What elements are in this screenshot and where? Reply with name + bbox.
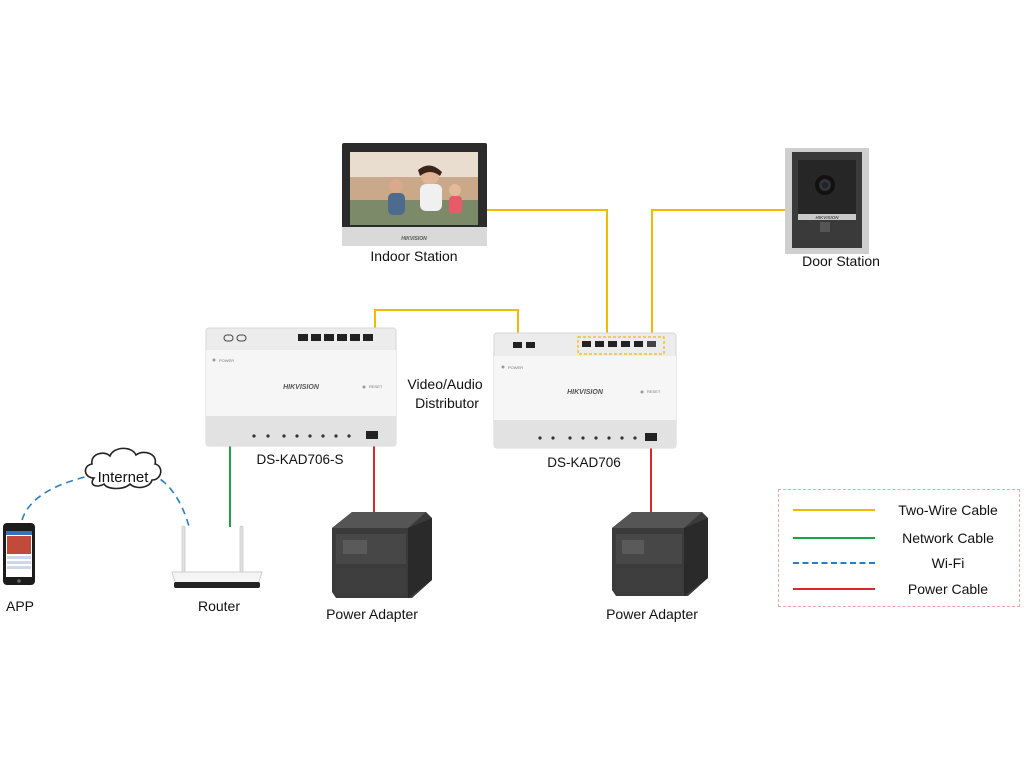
legend-label-network: Network Cable [902, 530, 994, 546]
power-adapter-right-device [612, 512, 708, 596]
legend-item-power: Power Cable [779, 578, 1021, 600]
internet-cloud-icon [84, 447, 162, 490]
distributor-brand: HIKVISION [567, 389, 604, 396]
indoor-station-label: Indoor Station [370, 248, 457, 264]
power-adapter-left-device [332, 512, 432, 598]
door-station-label: Door Station [802, 253, 880, 269]
power-adapter-left-label: Power Adapter [326, 606, 418, 622]
legend-label-power: Power Cable [907, 581, 989, 597]
door-brand: HIKVISION [815, 215, 839, 220]
distributor-s-reset-text: RESET [369, 384, 383, 389]
legend-item-two-wire: Two-Wire Cable [779, 499, 1021, 521]
distributor-label: DS-KAD706 [547, 455, 621, 470]
router-icon [171, 525, 263, 588]
distributor-s-label: DS-KAD706-S [256, 452, 343, 467]
distributor-caption-line-2: Distributor [415, 395, 479, 411]
distributor-reset-text: RESET [647, 389, 661, 394]
power-adapter-right-label: Power Adapter [606, 606, 698, 622]
legend-item-network: Network Cable [779, 527, 1021, 549]
smartphone-icon [3, 523, 35, 585]
distributor-caption-line-1: Video/Audio [407, 376, 482, 392]
wifi-link-router [149, 473, 191, 531]
indoor-station-device: HIKVISION [342, 143, 487, 246]
distributor-s-device: POWER RESET HIKVISION [205, 327, 397, 447]
two-wire-cable-distributors [374, 309, 519, 340]
distributor-caption: Video/Audio Distributor [407, 376, 486, 411]
legend: Two-Wire Cable Network Cable Wi-Fi Power… [778, 489, 1020, 607]
legend-swatch-network [793, 537, 875, 539]
two-wire-cable-door [651, 209, 790, 343]
legend-swatch-wifi [793, 562, 875, 564]
cables [21, 209, 790, 531]
app-label: APP [6, 598, 34, 614]
legend-item-wifi: Wi-Fi [779, 552, 1021, 574]
wifi-link-app [21, 473, 99, 521]
two-wire-cable-indoor [486, 209, 608, 343]
distributor-s-brand: HIKVISION [283, 384, 320, 391]
legend-swatch-two-wire [793, 509, 875, 511]
distributor-s-power-text: POWER [219, 358, 234, 363]
legend-swatch-power [793, 588, 875, 590]
distributor-device: POWER RESET HIKVISION [493, 332, 677, 449]
distributor-power-text: POWER [508, 365, 523, 370]
legend-label-wifi: Wi-Fi [931, 555, 965, 571]
door-station-device: HIKVISION [785, 148, 869, 254]
internet-label: Internet [98, 469, 150, 486]
legend-label-two-wire: Two-Wire Cable [898, 502, 998, 518]
indoor-brand: HIKVISION [401, 236, 427, 242]
router-label: Router [198, 598, 240, 614]
